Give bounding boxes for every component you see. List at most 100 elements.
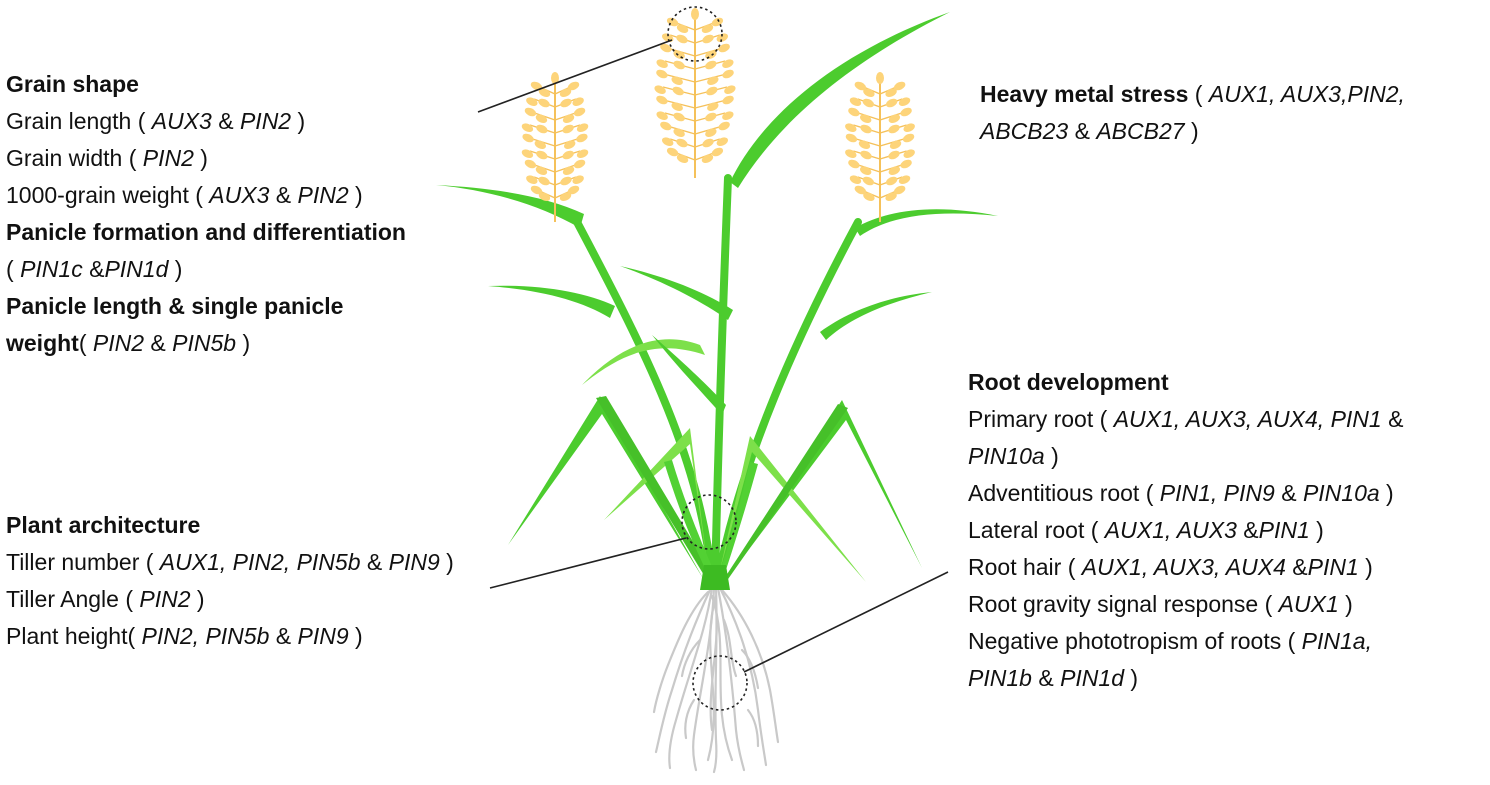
grain — [702, 138, 714, 148]
grain — [676, 24, 689, 33]
grain — [671, 76, 683, 85]
trait-text: ) — [236, 330, 251, 356]
grain — [526, 175, 538, 184]
grain — [701, 154, 714, 163]
root-circle — [692, 655, 748, 711]
grain — [536, 124, 548, 134]
grain — [862, 176, 875, 186]
callout-line: Plant architecture — [6, 507, 454, 544]
root-callout-line — [743, 571, 949, 673]
grain — [860, 150, 872, 160]
grain — [534, 140, 546, 149]
gene-name: PIN2 — [297, 182, 349, 208]
grain — [538, 98, 550, 108]
grain — [849, 97, 862, 106]
gene-name: PIN1b — [968, 665, 1032, 691]
grain — [860, 166, 872, 175]
gene-name: PIN10a — [1302, 480, 1380, 506]
callout-line: Grain length ( AUX3 & PIN2 ) — [6, 103, 406, 140]
grain — [538, 192, 551, 201]
grain — [530, 81, 543, 91]
grain — [535, 114, 548, 123]
grain — [576, 123, 589, 132]
trait-heading: weight — [6, 330, 79, 356]
trait-text: & — [1031, 665, 1061, 691]
callout-line: Primary root ( AUX1, AUX3, AUX4, PIN1 & — [968, 401, 1403, 438]
arch-callout-line — [489, 537, 687, 589]
grain — [860, 114, 872, 123]
lower-leaves — [508, 396, 922, 590]
grain — [900, 159, 912, 169]
trait-text: ) — [1184, 118, 1199, 144]
trait-heading: Panicle formation and differentiation — [6, 219, 406, 245]
grain — [863, 192, 875, 201]
grain — [706, 86, 718, 96]
grain — [885, 192, 897, 201]
gene-name: PIN10a — [968, 443, 1045, 469]
trait-heading: Plant architecture — [6, 512, 201, 538]
callout-line: ABCB23 & ABCB27 ) — [980, 113, 1405, 150]
grain — [903, 123, 915, 132]
trait-text: & — [1274, 480, 1303, 506]
grain — [848, 107, 860, 117]
grain-callout-line — [477, 39, 673, 113]
grain — [854, 185, 866, 195]
grain — [707, 76, 719, 85]
grain — [662, 137, 674, 146]
callout-line: Adventitious root ( PIN1, PIN9 & PIN10a … — [968, 475, 1403, 512]
gene-name: ABCB23 — [980, 118, 1069, 144]
grain — [562, 166, 575, 175]
grain — [560, 98, 572, 108]
trait-text: Tiller number ( — [6, 549, 160, 575]
callout-line: Root gravity signal response ( AUX1 ) — [968, 586, 1403, 623]
grain — [572, 97, 584, 106]
trait-text: Plant height( — [6, 623, 142, 649]
grain — [572, 175, 584, 184]
grain — [885, 88, 897, 97]
grain — [888, 150, 900, 160]
gene-name: PIN1a, — [1301, 628, 1372, 654]
grain — [562, 124, 574, 134]
grain — [716, 33, 728, 42]
callout-line: Root development — [968, 364, 1403, 401]
grain — [576, 133, 588, 143]
trait-heading: Grain shape — [6, 71, 139, 97]
grain — [705, 112, 717, 122]
gene-name: PIN2 — [142, 145, 194, 171]
grain — [691, 8, 699, 20]
trait-text: & — [82, 256, 105, 282]
trait-text: Primary root ( — [968, 406, 1114, 432]
grain — [656, 59, 668, 68]
callout-line: Negative phototropism of roots ( PIN1a, — [968, 623, 1403, 660]
callout-line: Tiller number ( AUX1, PIN2, PIN5b & PIN9… — [6, 544, 454, 581]
grain — [673, 112, 685, 122]
grain — [718, 121, 730, 131]
grain — [559, 192, 572, 201]
grain — [676, 138, 688, 148]
grain — [854, 81, 866, 91]
grain — [521, 123, 534, 132]
grain — [672, 86, 684, 96]
grain — [526, 97, 538, 106]
grain — [656, 69, 668, 79]
trait-text: ) — [193, 145, 208, 171]
trait-text: & — [360, 549, 389, 575]
gene-name: PIN2 — [92, 330, 145, 356]
gene-name: PIN2, PIN5b — [141, 623, 270, 649]
grain — [903, 149, 915, 158]
trait-text: & — [1236, 517, 1259, 543]
grain — [535, 166, 548, 175]
callout-line: Heavy metal stress ( AUX1, AUX3,PIN2, — [980, 76, 1405, 113]
trait-text: ) — [291, 108, 306, 134]
trait-text: ) — [1044, 443, 1059, 469]
gene-name: PIN9 — [297, 623, 349, 649]
trait-text: Grain width ( — [6, 145, 143, 171]
trait-text: & — [269, 623, 298, 649]
trait-heading: Heavy metal stress — [980, 81, 1189, 107]
trait-text: ) — [1338, 591, 1353, 617]
grain — [724, 85, 736, 94]
gene-name: AUX1, AUX3, AUX4 — [1081, 554, 1286, 580]
